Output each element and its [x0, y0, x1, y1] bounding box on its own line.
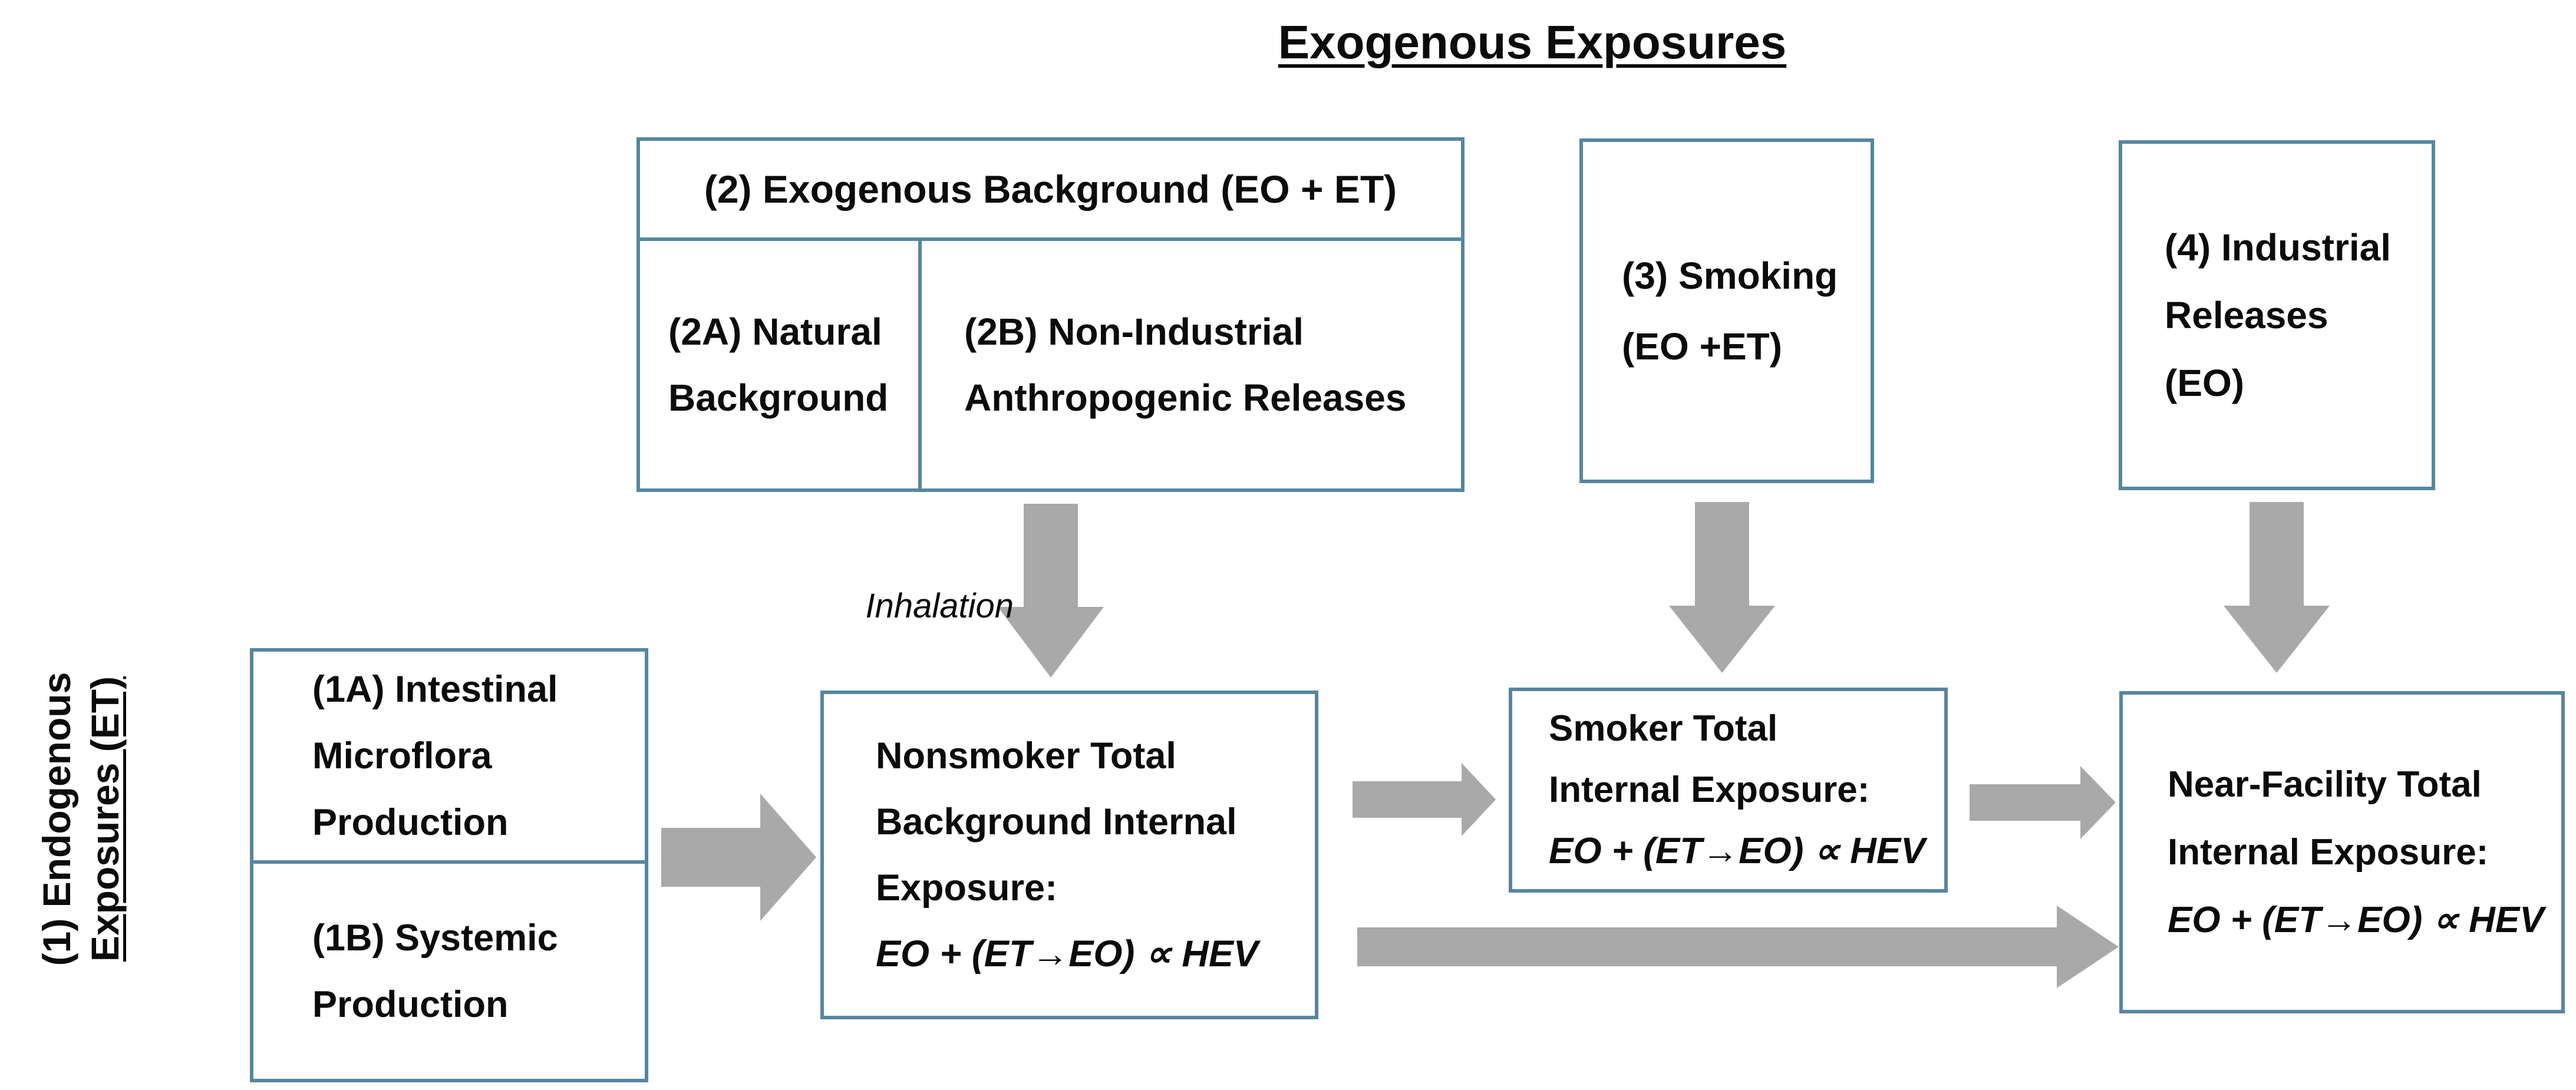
smoking-down-arrow-icon	[1669, 502, 1775, 673]
box-nonsmoker-line: Background Internal	[876, 801, 1237, 843]
box-industrial-releases: (4) Industrial Releases (EO)	[2119, 140, 2435, 490]
inhalation-down-arrow-icon	[998, 504, 1104, 678]
inhalation-label: Inhalation	[865, 587, 1014, 625]
box-intestinal-line: Production	[312, 801, 509, 843]
box-non-industrial-releases: (2B) Non-Industrial Anthropogenic Releas…	[922, 241, 1461, 488]
box-non-industrial-line: Anthropogenic Releases	[964, 376, 1407, 419]
box-intestinal-line: Microflora	[312, 735, 492, 777]
axis-label-line-1: (1) Endogenous	[35, 672, 78, 966]
box-smoker-line: Smoker Total	[1549, 708, 1778, 749]
axis-label-line-2: Exposures (ET)	[83, 676, 127, 962]
box-systemic-line: (1B) Systemic	[312, 917, 558, 959]
box-endogenous-sources: (1A) Intestinal Microflora Production (1…	[250, 648, 648, 1082]
box-intestinal-microflora: (1A) Intestinal Microflora Production	[253, 652, 645, 864]
box-smoking: (3) Smoking (EO +ET)	[1579, 138, 1874, 483]
box-industrial-line: (4) Industrial	[2165, 226, 2392, 269]
box-nonsmoker-line: Exposure:	[876, 867, 1058, 909]
box-smoking-line: (EO +ET)	[1622, 325, 1783, 368]
box-smoking-line: (3) Smoking	[1622, 254, 1838, 297]
box-industrial-line: (EO)	[2165, 361, 2245, 404]
industrial-down-arrow-icon	[2224, 502, 2330, 673]
box-natural-background-line: Background	[668, 376, 889, 419]
box-near-facility-line: Internal Exposure:	[2168, 832, 2489, 873]
box-near-facility-formula: EO + (ET→EO) ∝ HEV	[2168, 900, 2544, 940]
endogenous-right-arrow-icon	[661, 794, 816, 921]
box-intestinal-line: (1A) Intestinal	[312, 668, 558, 710]
box-near-facility-total-exposure: Near-Facility Total Internal Exposure: E…	[2119, 691, 2565, 1013]
box-near-facility-line: Near-Facility Total	[2168, 764, 2482, 805]
box-natural-background-line: (2A) Natural	[668, 311, 882, 353]
box-nonsmoker-total-exposure: Nonsmoker Total Background Internal Expo…	[820, 691, 1318, 1019]
nonsmoker-to-smoker-right-arrow-icon	[1353, 763, 1496, 836]
box-systemic-line: Production	[312, 983, 509, 1025]
box-natural-background: (2A) Natural Background	[640, 241, 922, 488]
box-smoker-line: Internal Exposure:	[1549, 769, 1870, 810]
endogenous-exposures-axis-label: (1) Endogenous Exposures (ET)	[32, 548, 133, 1090]
nonsmoker-to-nearfacility-long-arrow-icon	[1357, 906, 2119, 988]
box-exogenous-background: (2) Exogenous Background (EO + ET) (2A) …	[636, 137, 1465, 492]
box-smoker-formula: EO + (ET→EO) ∝ HEV	[1549, 831, 1925, 871]
box-systemic-production: (1B) Systemic Production	[253, 864, 645, 1079]
box-nonsmoker-formula: EO + (ET→EO) ∝ HEV	[876, 933, 1258, 975]
box-exogenous-background-subrow: (2A) Natural Background (2B) Non-Industr…	[640, 241, 1461, 488]
box-non-industrial-line: (2B) Non-Industrial	[964, 311, 1304, 353]
box-smoker-total-exposure: Smoker Total Internal Exposure: EO + (ET…	[1509, 688, 1948, 893]
box-industrial-line: Releases	[2165, 293, 2328, 336]
box-nonsmoker-line: Nonsmoker Total	[876, 735, 1176, 777]
box-exogenous-background-header: (2) Exogenous Background (EO + ET)	[640, 141, 1461, 241]
diagram-title: Exogenous Exposures	[1278, 16, 1787, 68]
smoker-to-nearfacility-right-arrow-icon	[1970, 766, 2116, 839]
